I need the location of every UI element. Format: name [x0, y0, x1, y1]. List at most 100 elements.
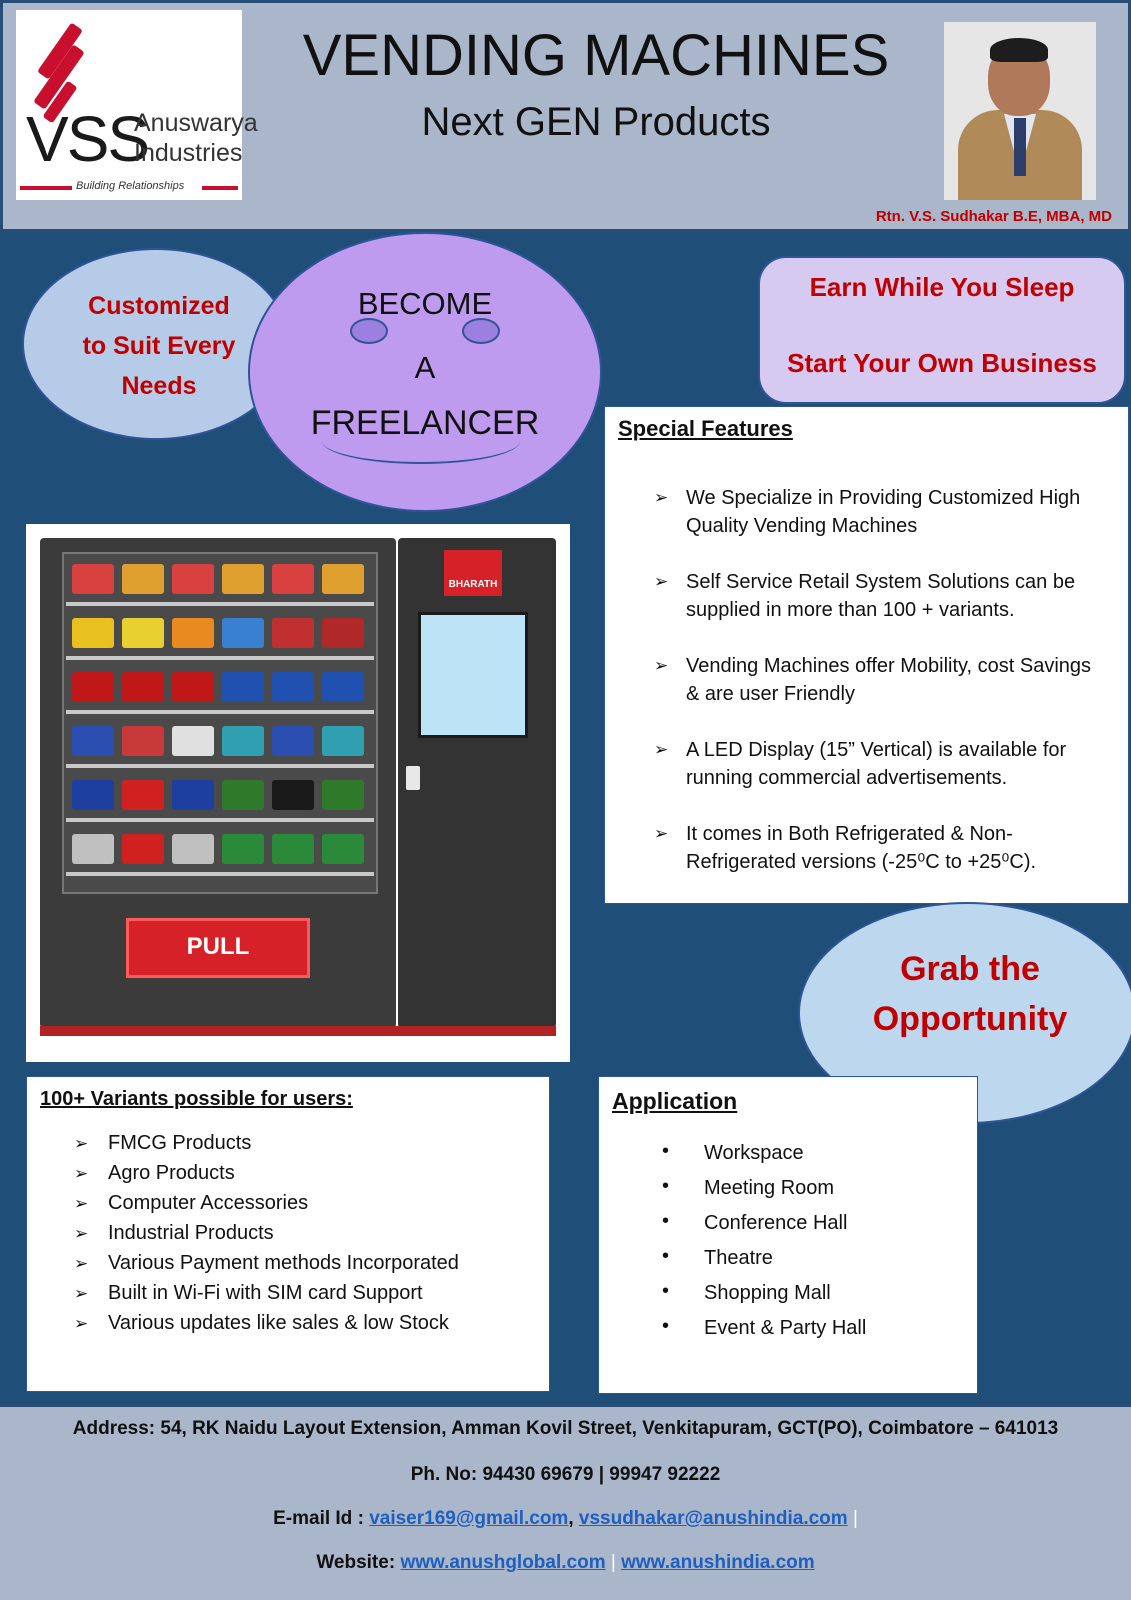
footer-address: Address: 54, RK Naidu Layout Extension, …: [72, 1418, 1059, 1439]
product-item: [72, 672, 114, 702]
application-item: Shopping Mall: [704, 1282, 831, 1304]
product-item: [72, 780, 114, 810]
arrowhead-bullet-icon: ➢: [654, 740, 669, 759]
product-item: [322, 834, 364, 864]
arrowhead-bullet-icon: ➢: [74, 1254, 89, 1273]
photo-caption: Rtn. V.S. Sudhakar B.E, MBA, MD: [875, 208, 1112, 225]
special-features-title: Special Features: [618, 416, 793, 441]
grab-opportunity-text: Grab the Opportunity: [872, 950, 1068, 1038]
feature-item: A LED Display (15” Vertical) is availabl…: [686, 739, 1067, 789]
application-panel: [598, 1076, 978, 1394]
product-item: [322, 618, 364, 648]
product-item: [272, 834, 314, 864]
website-label: Website:: [316, 1552, 396, 1573]
variant-item: Various Payment methods Incorporated: [108, 1252, 459, 1274]
freelancer-line-1: BECOME: [357, 286, 493, 321]
product-item: [272, 564, 314, 594]
feature-item: Vending Machines offer Mobility, cost Sa…: [686, 655, 1092, 705]
variant-item: Built in Wi-Fi with SIM card Support: [108, 1282, 423, 1304]
product-item: [222, 672, 264, 702]
email-link-1[interactable]: vaiser169@gmail.com: [369, 1508, 569, 1529]
product-item: [72, 564, 114, 594]
product-item: [272, 618, 314, 648]
website-separator: |: [610, 1552, 616, 1573]
earn-line-1: Earn While You Sleep: [809, 272, 1075, 302]
arrowhead-bullet-icon: ➢: [654, 824, 669, 843]
product-item: [122, 834, 164, 864]
shelf-rail: [66, 656, 374, 660]
round-bullet-icon: •: [662, 1140, 670, 1162]
product-item: [172, 726, 214, 756]
arrowhead-bullet-icon: ➢: [74, 1134, 89, 1153]
round-bullet-icon: •: [662, 1245, 670, 1267]
machine-lock-handle: [406, 766, 420, 790]
product-item: [122, 564, 164, 594]
shelf-rail: [66, 818, 374, 822]
earn-banner: [758, 256, 1126, 404]
product-item: [322, 564, 364, 594]
variant-item: Various updates like sales & low Stock: [108, 1312, 449, 1334]
product-item: [172, 834, 214, 864]
portrait-photo: [944, 22, 1096, 200]
application-item: Workspace: [704, 1142, 804, 1164]
application-title: Application: [612, 1088, 738, 1114]
arrowhead-bullet-icon: ➢: [74, 1194, 89, 1213]
variants-panel: [26, 1076, 550, 1392]
customized-text: Customized to Suit Every Needs: [82, 292, 236, 400]
product-item: [322, 780, 364, 810]
product-item: [272, 780, 314, 810]
shelf-rail: [66, 764, 374, 768]
product-item: [222, 564, 264, 594]
application-item: Theatre: [704, 1247, 773, 1269]
smiley-mouth: [322, 418, 520, 464]
logo-mark: VSS: [26, 103, 150, 175]
pull-tray: PULL: [126, 918, 310, 978]
variants-title: 100+ Variants possible for users:: [40, 1088, 353, 1110]
variant-item: Industrial Products: [108, 1222, 274, 1244]
variant-item: FMCG Products: [108, 1132, 252, 1154]
freelancer-line-3: FREELANCER: [310, 404, 540, 442]
page-title: VENDING MACHINES: [302, 23, 890, 88]
product-item: [222, 726, 264, 756]
freelancer-smiley-bubble: [248, 232, 602, 512]
product-item: [122, 726, 164, 756]
logo-company-name: Anuswarya Industries: [134, 109, 258, 167]
feature-item: It comes in Both Refrigerated & Non-Refr…: [686, 823, 1037, 873]
footer-contact: [0, 1404, 1131, 1600]
website-link-1[interactable]: www.anushglobal.com: [400, 1552, 606, 1573]
shelf-rail: [66, 602, 374, 606]
company-logo: VSS Anuswarya Industries Building Relati…: [16, 10, 258, 200]
application-item: Event & Party Hall: [704, 1317, 867, 1339]
product-item: [172, 564, 214, 594]
machine-base: [40, 1026, 556, 1036]
round-bullet-icon: •: [662, 1210, 670, 1232]
round-bullet-icon: •: [662, 1175, 670, 1197]
feature-item: We Specialize in Providing Customized Hi…: [686, 487, 1081, 537]
round-bullet-icon: •: [662, 1280, 670, 1302]
arrowhead-bullet-icon: ➢: [74, 1224, 89, 1243]
footer-email-row: E-mail Id : vaiser169@gmail.com, vssudha…: [273, 1508, 858, 1529]
product-item: [122, 672, 164, 702]
page-subtitle: Next GEN Products: [421, 100, 771, 144]
arrowhead-bullet-icon: ➢: [74, 1164, 89, 1183]
product-item: [222, 780, 264, 810]
product-item: [72, 618, 114, 648]
round-bullet-icon: •: [662, 1315, 670, 1337]
product-item: [222, 618, 264, 648]
arrowhead-bullet-icon: ➢: [654, 572, 669, 591]
application-item: Conference Hall: [704, 1212, 848, 1234]
shelf-rail: [66, 872, 374, 876]
product-item: [72, 726, 114, 756]
email-separator: |: [852, 1508, 858, 1529]
product-item: [272, 672, 314, 702]
email-link-2[interactable]: vssudhakar@anushindia.com: [578, 1508, 848, 1529]
product-item: [322, 726, 364, 756]
product-item: [172, 672, 214, 702]
product-item: [172, 780, 214, 810]
website-link-2[interactable]: www.anushindia.com: [621, 1552, 815, 1573]
arrowhead-bullet-icon: ➢: [654, 656, 669, 675]
product-item: [122, 780, 164, 810]
logo-tagline: Building Relationships: [76, 180, 185, 192]
product-item: [172, 618, 214, 648]
earn-line-2: Start Your Own Business: [787, 348, 1097, 378]
